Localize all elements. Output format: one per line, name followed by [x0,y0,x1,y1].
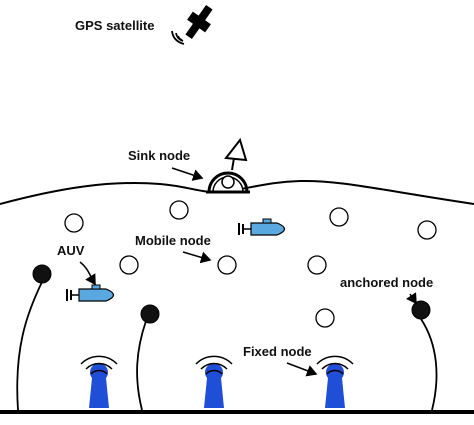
satellite-signal-waves-icon [171,30,185,45]
fixed-node-label: Fixed node [243,344,312,359]
mobile-node [329,207,349,227]
signal-waves-icon [80,355,118,375]
auv-vehicle-icon [66,284,115,302]
fixed-node-arrow [286,362,318,377]
auv-vehicle-icon [238,218,286,236]
auv-arrow [79,261,96,286]
mobile-node [169,200,189,220]
mobile-node [417,220,437,240]
mobile-nodes [64,200,437,328]
mobile-node [307,255,327,275]
anchored-node-right [411,300,438,411]
mobile-node [315,308,335,328]
sink-node-buoy [206,171,250,194]
anchored-node-arrow [406,292,417,305]
mobile-node-label: Mobile node [135,233,211,248]
fixed-node-icon [80,355,118,408]
mobile-node [64,213,84,233]
signal-waves-icon [195,355,233,375]
anchored-node-label: anchored node [340,275,434,290]
fixed-node-icon [195,355,233,408]
satellite-icon [185,4,213,40]
label-arrows [79,167,417,377]
fixed-node-icon [316,355,354,408]
antenna-icon [224,137,248,171]
mobile-node [119,255,139,275]
sink-node-label: Sink node [128,148,191,163]
sink-node-arrow [171,167,204,181]
anchored-node-middle [136,304,160,411]
gps-satellite-label: GPS satellite [75,18,155,33]
anchored-node-left [16,264,52,411]
mobile-node-arrow [182,251,212,264]
auv-label: AUV [57,243,85,258]
mobile-node [217,255,237,275]
signal-waves-icon [316,355,354,375]
